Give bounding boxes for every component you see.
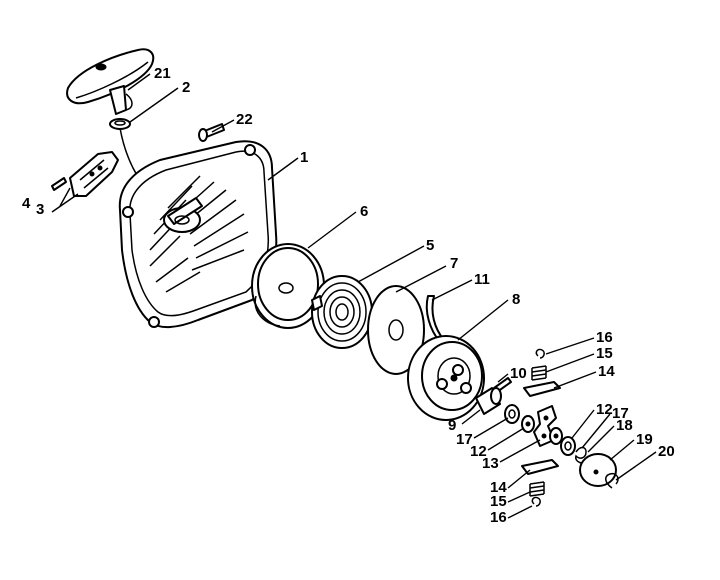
callout-19: 19 (636, 431, 653, 448)
compression-spring-15-upper (531, 365, 547, 381)
rewind-spring (311, 275, 373, 349)
callout-5: 5 (426, 237, 434, 254)
callout-12-left: 12 (470, 443, 487, 460)
washer-19 (579, 453, 617, 487)
callout-16-upper: 16 (596, 329, 613, 346)
screw-22 (198, 123, 225, 142)
callout-22: 22 (236, 111, 253, 128)
callout-13: 13 (482, 455, 499, 472)
pawl-14-lower (521, 459, 559, 475)
callout-12-upper: 12 (596, 401, 613, 418)
callout-6: 6 (360, 203, 368, 220)
leader-lines (51, 73, 657, 519)
fan-housing (118, 140, 278, 328)
callout-16-lower: 16 (490, 509, 507, 526)
callout-9: 9 (448, 417, 456, 434)
spring-clip-16-lower (531, 496, 541, 507)
callout-1: 1 (300, 149, 308, 166)
callout-18: 18 (616, 417, 633, 434)
sleeve-9 (475, 387, 502, 415)
starter-handle (66, 48, 155, 115)
washer-17-left (504, 404, 520, 424)
spring-clip-16-upper (535, 348, 545, 359)
callout-11: 11 (474, 271, 490, 288)
washer-12-right (549, 427, 563, 445)
callout-14-lower: 14 (490, 479, 507, 496)
callout-14-upper: 14 (598, 363, 615, 380)
callout-20: 20 (658, 443, 675, 460)
name-plate (69, 151, 119, 197)
pawl-14-upper (523, 381, 561, 397)
callout-15-upper: 15 (596, 345, 613, 362)
rope-guide-bushing (109, 118, 141, 181)
callout-10: 10 (510, 365, 527, 382)
callout-17-right: 17 (612, 405, 629, 422)
callout-3: 3 (36, 201, 44, 218)
rope-rotor (407, 335, 485, 421)
callout-4: 4 (22, 195, 31, 212)
callout-21: 21 (154, 65, 171, 82)
callout-17-left: 17 (456, 431, 473, 448)
starter-rope (425, 295, 445, 343)
washer-17-right (560, 436, 576, 456)
callout-2: 2 (182, 79, 190, 96)
washer-12-left (521, 415, 535, 433)
compression-spring-15-lower (529, 481, 545, 497)
spring-cover (251, 243, 325, 329)
spring-clip-20 (605, 472, 619, 489)
pin-4 (51, 177, 67, 191)
callout-8: 8 (512, 291, 520, 308)
callout-labels: 21 2 22 1 4 3 6 5 7 11 8 16 15 10 14 9 1… (22, 65, 675, 526)
washer-disc (367, 285, 425, 375)
callout-7: 7 (450, 255, 458, 272)
callout-15-lower: 15 (490, 493, 507, 510)
